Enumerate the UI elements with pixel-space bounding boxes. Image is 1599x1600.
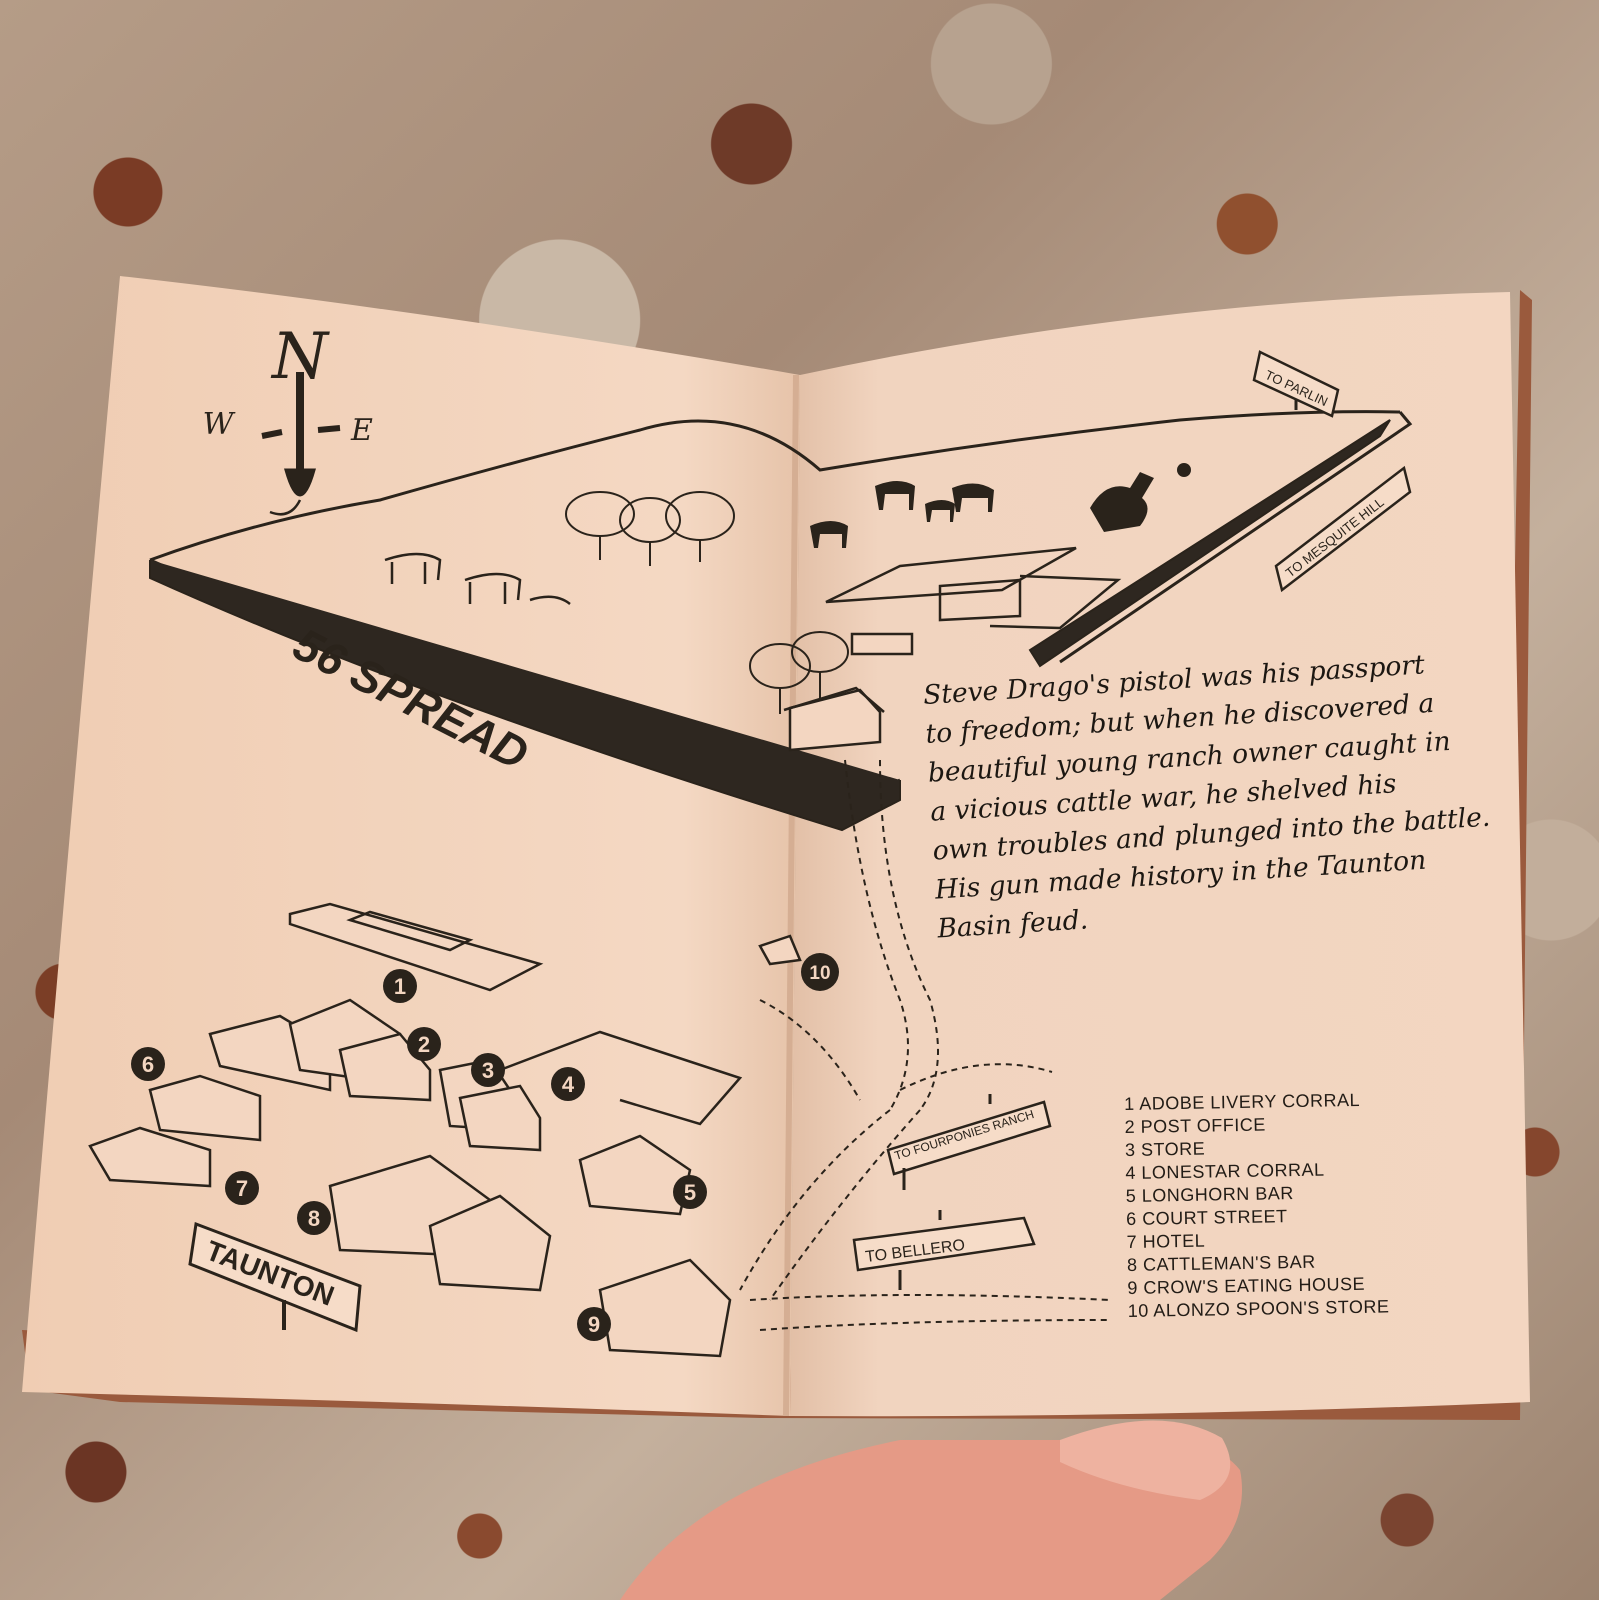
marker-2-label: 2: [418, 1032, 430, 1057]
rider-figure: [1090, 463, 1191, 532]
marker-10: [801, 953, 839, 991]
sign-fourponies: [886, 1094, 1052, 1190]
marker-3: [471, 1053, 505, 1087]
tree-grove: [565, 491, 849, 714]
marker-2: [407, 1027, 441, 1061]
marker-9: [577, 1307, 611, 1341]
town-buildings: [88, 934, 802, 1358]
ranch-plateau: [149, 410, 1413, 832]
trails: [739, 759, 1111, 1331]
marker-3-label: 3: [482, 1058, 494, 1083]
livery-corral: [288, 902, 544, 992]
marker-4: [551, 1067, 585, 1101]
cattle-herd: [384, 552, 571, 606]
sign-mesquite-hill: [1274, 465, 1412, 593]
marker-1: [383, 969, 417, 1003]
marker-7: [225, 1171, 259, 1205]
marker-8-label: 8: [308, 1206, 320, 1231]
marker-8: [297, 1201, 331, 1235]
compass-east: E: [350, 413, 373, 448]
marker-10-label: 10: [809, 963, 830, 984]
ranch-corrals: [825, 546, 1122, 630]
compass-north: N: [270, 320, 330, 394]
marker-9-label: 9: [588, 1312, 600, 1337]
compass-west: W: [203, 407, 236, 442]
ranch-house: [783, 632, 914, 752]
marker-4-label: 4: [562, 1072, 575, 1097]
hand: [620, 1420, 1242, 1600]
marker-5-label: 5: [684, 1180, 696, 1205]
sign-bellero: [852, 1210, 1036, 1290]
town-sign: [188, 1221, 362, 1333]
story-blurb: Steve Drago's pistol was his passport to…: [922, 642, 1491, 948]
marker-1-label: 1: [394, 974, 406, 999]
marker-7-label: 7: [236, 1176, 248, 1201]
map-legend: 1 ADOBE LIVERY CORRAL 2 POST OFFICE 3 ST…: [1124, 1087, 1448, 1323]
marker-5: [673, 1175, 707, 1209]
map-markers: 1 2 3 4 5 6 7 8 9 10: [131, 953, 839, 1341]
lonestar-corral: [499, 1030, 743, 1126]
sign-parlin: [1252, 350, 1340, 418]
marker-6-label: 6: [142, 1052, 154, 1077]
horse-herd: [810, 481, 994, 548]
marker-6: [131, 1047, 165, 1081]
compass-rose: [261, 372, 341, 516]
page-gutter: [783, 374, 799, 1417]
